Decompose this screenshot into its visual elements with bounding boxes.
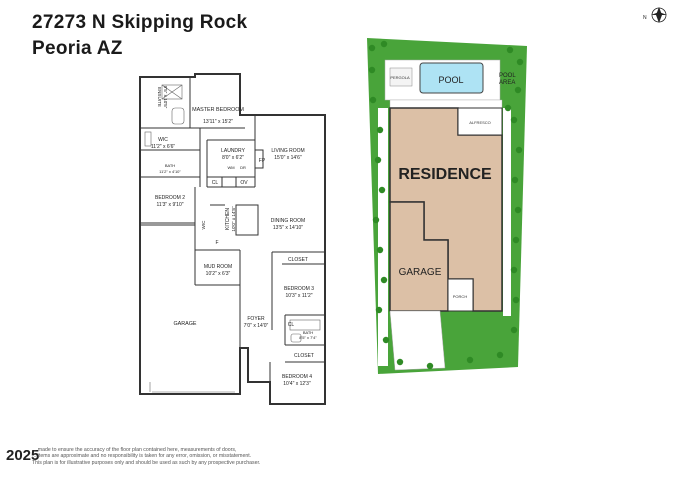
tree-icon [368, 66, 376, 74]
driveway [389, 310, 446, 371]
living-room-label: LIVING ROOM [271, 148, 304, 154]
kitchen-dims: 10'0" x 14'8" [231, 206, 236, 232]
tree-icon [516, 58, 524, 66]
tree-icon [514, 86, 522, 94]
tree-icon [496, 351, 504, 359]
mud-room-dims: 10'2" x 6'3" [206, 271, 231, 277]
tree-icon [504, 104, 512, 112]
north-label: N [643, 15, 647, 21]
alfresco [457, 107, 503, 136]
north-arrow-icon: N [643, 7, 667, 23]
ov-label: OV [240, 180, 248, 186]
wic-kitchen-label: WIC [201, 220, 206, 230]
tree-icon [512, 236, 520, 244]
tree-icon [374, 156, 382, 164]
foyer-label: FOYER [247, 316, 265, 322]
disclaimer-line-1: ... made to ensure the accuracy of the f… [32, 447, 237, 453]
ensuite-label: ENSUITE [157, 87, 162, 107]
tree-icon [382, 336, 390, 344]
ensuite-dims: 9'5" x 10'5" [163, 86, 168, 109]
disclaimer: ... made to ensure the accuracy of the f… [32, 447, 332, 466]
tree-icon [510, 326, 518, 334]
tree-icon [375, 306, 383, 314]
closet-4-label: CLOSET [294, 353, 314, 359]
master-bedroom-label: MASTER BEDROOM [192, 107, 244, 113]
alfresco-label: ALFRESCO [469, 120, 491, 125]
bath-2-dims: 8'5" x 7'4" [299, 335, 317, 340]
tree-icon [510, 116, 518, 124]
cl-bath-2-label: CL [288, 322, 295, 328]
kitchen-label: KITCHEN [225, 208, 231, 230]
tree-icon [376, 126, 384, 134]
bath-2-label: BATH [303, 330, 313, 335]
tree-icon [510, 266, 518, 274]
tree-icon [515, 146, 523, 154]
porch [447, 278, 474, 312]
tree-icon [396, 358, 404, 366]
f-label: F [215, 240, 218, 246]
cl-laundry-label: CL [212, 180, 219, 186]
wm-label: WM [227, 165, 234, 170]
disclaimer-line-3: This plan is for illustrative purposes o… [32, 459, 261, 466]
mud-room-label: MUD ROOM [204, 264, 232, 270]
living-room-dims: 15'0" x 14'6" [274, 155, 302, 161]
tree-icon [511, 176, 519, 184]
wic-master-label: WIC [158, 137, 168, 143]
site-garage-label: GARAGE [399, 267, 442, 278]
bedroom-2-dims: 11'3" x 9'10" [156, 202, 183, 208]
porch-label: PORCH [453, 294, 468, 299]
tree-icon [426, 362, 434, 370]
bedroom-2-label: BEDROOM 2 [155, 195, 185, 201]
bedroom-3-label: BEDROOM 3 [284, 286, 314, 292]
pool [419, 62, 484, 94]
tree-icon [372, 216, 380, 224]
pergola [389, 67, 413, 87]
dining-room-dims: 13'5" x 14'10" [273, 225, 303, 231]
tree-icon [378, 186, 386, 194]
pergola-label: PERGOLA [390, 75, 410, 80]
floor-plan-outline [139, 73, 326, 405]
watermark: 2025 [6, 447, 39, 464]
tree-icon [506, 46, 514, 54]
pool-label: POOL [438, 75, 463, 85]
tree-icon [369, 96, 377, 104]
tree-icon [380, 276, 388, 284]
tree-icon [466, 356, 474, 364]
closet-3-label: CLOSET [288, 257, 308, 263]
disclaimer-line-2: ... items are approximate and no respons… [32, 453, 252, 460]
foyer-dims: 7'0" x 14'0" [244, 323, 269, 329]
tree-icon [380, 40, 388, 48]
residence-label: RESIDENCE [398, 166, 492, 183]
garage-label: GARAGE [173, 321, 196, 327]
address-line-1: 27273 N Skipping Rock [32, 12, 248, 33]
bedroom-4-dims: 10'4" x 12'3" [283, 381, 311, 387]
bath-1-dims: 11'2" x 4'10" [159, 169, 181, 174]
dr-label: DR [240, 165, 246, 170]
bedroom-4-label: BEDROOM 4 [282, 374, 312, 380]
tree-icon [514, 206, 522, 214]
dining-room-label: DINING ROOM [271, 218, 305, 224]
bath-1-label: BATH [165, 163, 175, 168]
tree-icon [376, 246, 384, 254]
master-bedroom-dims: 13'11" x 15'2" [203, 119, 233, 125]
laundry-dims: 8'0" x 6'2" [222, 155, 244, 161]
wic-master-dims: 11'2" x 6'6" [151, 144, 175, 150]
tree-icon [512, 296, 520, 304]
fp-label: FP [259, 158, 266, 164]
bedroom-3-dims: 10'3" x 11'2" [285, 293, 312, 299]
address-line-2: Peoria AZ [32, 38, 123, 59]
laundry-label: LAUNDRY [221, 148, 245, 154]
tree-icon [368, 44, 376, 52]
